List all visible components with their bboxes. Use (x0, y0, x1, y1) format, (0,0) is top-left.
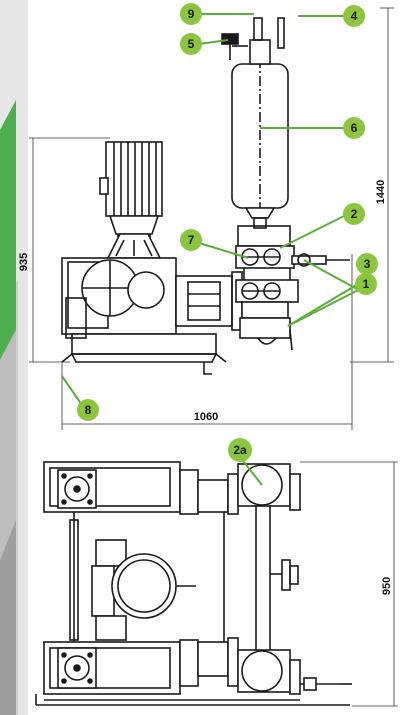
callout-leaders (61, 13, 367, 486)
callout-7-label: 7 (188, 233, 195, 247)
callout-9-label: 9 (188, 7, 195, 21)
callout-8: 8 (77, 399, 99, 421)
callout-one: 1 (355, 273, 377, 295)
callout-9: 9 (180, 3, 202, 25)
pump-head (235, 225, 350, 351)
plan-dimensions (300, 461, 398, 707)
dampener-vessel (221, 17, 289, 229)
callout-2a: 2a (228, 438, 252, 462)
callout-7: 7 (180, 229, 202, 251)
callout-5-label: 5 (188, 37, 195, 51)
callout-6: 6 (343, 117, 365, 139)
motor (99, 141, 163, 259)
side-view (61, 17, 350, 375)
callout-5: 5 (180, 33, 202, 55)
callout-3-label: 3 (364, 257, 371, 271)
dim-950: 950 (381, 577, 393, 595)
plan-view (35, 461, 352, 706)
callout-4: 4 (343, 5, 365, 27)
dim-1060: 1060 (194, 411, 218, 423)
side-dimensions (29, 7, 394, 430)
callout-2a-label: 2a (233, 443, 247, 457)
dim-935: 935 (18, 253, 30, 271)
callout-6-label: 6 (351, 121, 358, 135)
base-frame (61, 297, 227, 375)
callout-2-label: 2 (351, 207, 358, 221)
gearbox (61, 257, 243, 335)
callout-4-label: 4 (351, 9, 358, 23)
callout-one-label: 1 (363, 277, 370, 291)
callout-8-label: 8 (85, 403, 92, 417)
dim-1440: 1440 (375, 180, 387, 204)
side-decor-panel (0, 0, 28, 715)
callout-3: 3 (356, 253, 378, 275)
callout-2: 2 (343, 203, 365, 225)
